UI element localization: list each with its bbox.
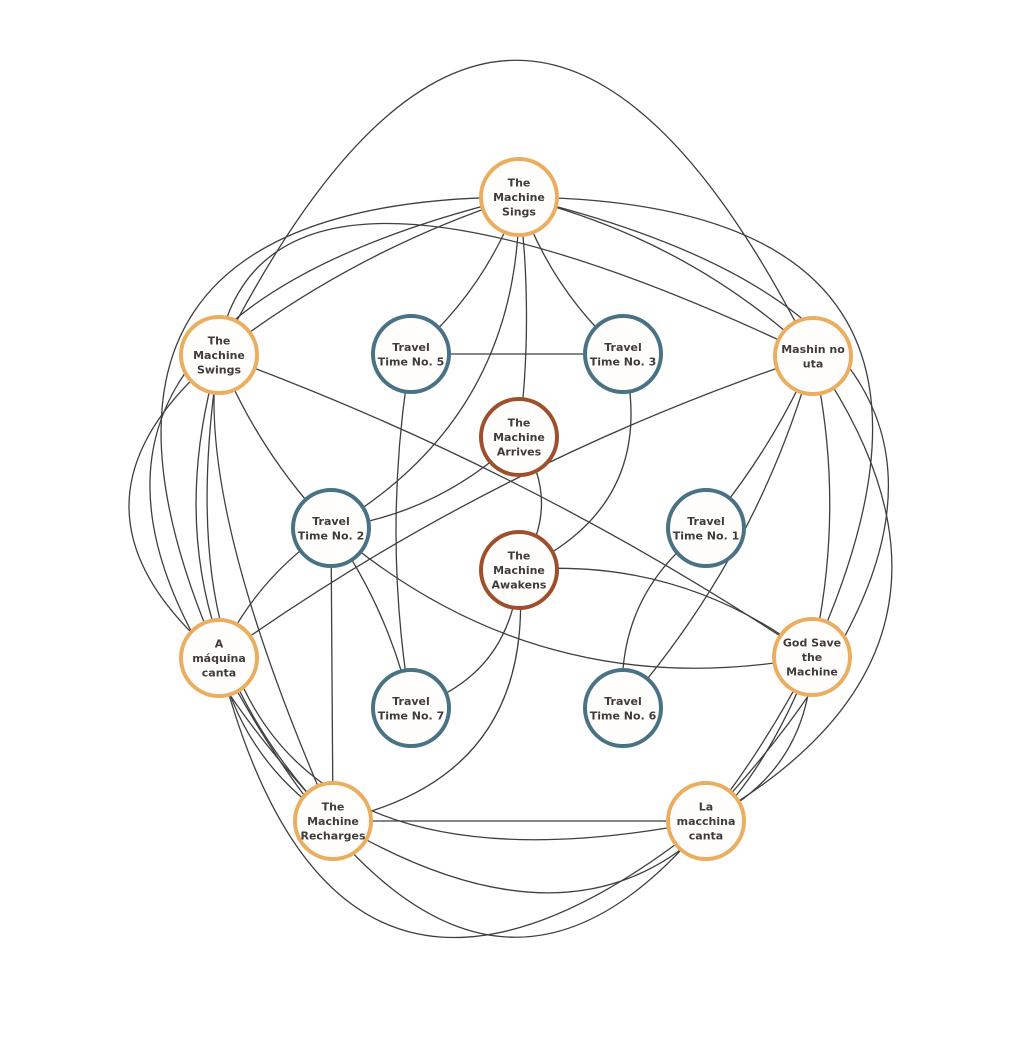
- edge-swings-mashin: [218, 59, 814, 357]
- node-circle-tt6[interactable]: [583, 668, 663, 748]
- edge-tt2-recharges: [330, 527, 334, 822]
- node-circle-tt5[interactable]: [371, 314, 451, 394]
- edge-recharges-mashin: [213, 222, 814, 822]
- edge-sings-swings: [218, 196, 520, 356]
- edge-tt2-sings: [330, 196, 520, 529]
- edge-swings-godsave: [218, 354, 813, 658]
- node-circle-tt1[interactable]: [666, 488, 746, 568]
- edge-godsave-recharges: [332, 656, 813, 894]
- edge-awakens-godsave: [518, 567, 813, 658]
- edge-mashin-godsave: [811, 355, 831, 658]
- node-circle-mashin[interactable]: [773, 316, 853, 396]
- node-circle-lamacchina[interactable]: [666, 781, 746, 861]
- edge-amaquina-lamacchina: [218, 657, 707, 939]
- edge-awakens-recharges: [332, 569, 522, 822]
- node-circle-tt7[interactable]: [371, 668, 451, 748]
- node-circle-arrives[interactable]: [479, 397, 559, 477]
- edge-amaquina-mashin: [218, 355, 814, 659]
- node-circle-sings[interactable]: [479, 157, 559, 237]
- edge-tt5-tt7: [395, 353, 412, 709]
- node-circle-recharges[interactable]: [293, 781, 373, 861]
- node-circle-tt2[interactable]: [291, 488, 371, 568]
- edge-sings-mashin: [518, 196, 814, 357]
- node-circle-tt3[interactable]: [583, 314, 663, 394]
- edge-sings-godsave: [518, 196, 874, 658]
- edge-swings-recharges: [195, 354, 334, 822]
- edge-swings-lamacchina: [206, 354, 707, 841]
- node-circle-awakens[interactable]: [479, 530, 559, 610]
- node-circle-amaquina[interactable]: [179, 618, 259, 698]
- edge-sings-amaquina: [160, 196, 520, 659]
- edge-tt2-godsave: [330, 527, 813, 669]
- node-circle-godsave[interactable]: [772, 617, 852, 697]
- edge-swings-amaquina: [128, 354, 220, 659]
- node-circle-swings[interactable]: [179, 315, 259, 395]
- edge-mashin-lamacchina: [705, 355, 893, 822]
